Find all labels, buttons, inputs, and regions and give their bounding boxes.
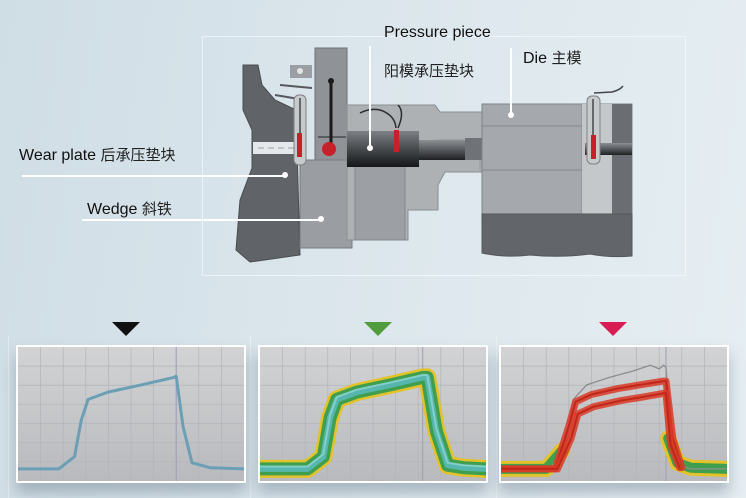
series-line-alarm-core	[501, 392, 681, 470]
label-die-en: Die	[523, 50, 548, 67]
label-wedge: Wedge 斜铁	[87, 198, 172, 219]
label-wear-plate-en: Wear plate	[19, 147, 97, 164]
chart-panel-ok	[258, 345, 488, 483]
machine-cross-section	[235, 47, 633, 263]
indicator-triangle-alarm	[599, 322, 627, 336]
wedge-sensor-red	[322, 142, 336, 156]
label-wedge-en: Wedge	[87, 201, 138, 218]
wear-plate	[235, 64, 301, 263]
divider	[496, 336, 497, 498]
divider	[8, 336, 9, 498]
indicator-triangle-reference	[112, 322, 140, 336]
chart-ok	[260, 347, 486, 481]
series-line	[260, 374, 486, 472]
diagram-frame	[202, 36, 686, 276]
indicator-triangle-ok	[364, 322, 392, 336]
pressure-piece	[347, 131, 419, 167]
divider	[250, 336, 251, 498]
label-wear-plate: Wear plate 后承压垫块	[19, 144, 176, 165]
chart-panel-reference	[16, 345, 246, 483]
pressure-piece-sensor	[394, 130, 399, 152]
label-pressure-piece-en: Pressure piece	[384, 24, 491, 41]
series-line	[260, 374, 486, 468]
chart-reference	[18, 347, 244, 481]
wear-plate-gap	[253, 142, 301, 154]
series-line	[18, 374, 244, 471]
label-pressure-piece-cn: 阳模承压垫块	[384, 62, 475, 80]
die-base	[481, 213, 633, 258]
label-die: Die 主模	[523, 47, 581, 68]
label-die-cn: 主模	[551, 49, 582, 67]
label-wedge-cn: 斜铁	[141, 200, 172, 218]
label-wear-plate-cn: 后承压垫块	[100, 146, 176, 164]
label-pressure-piece: Pressure piece	[384, 24, 491, 42]
chart-alarm	[501, 347, 727, 481]
chart-panel-alarm	[499, 345, 729, 483]
